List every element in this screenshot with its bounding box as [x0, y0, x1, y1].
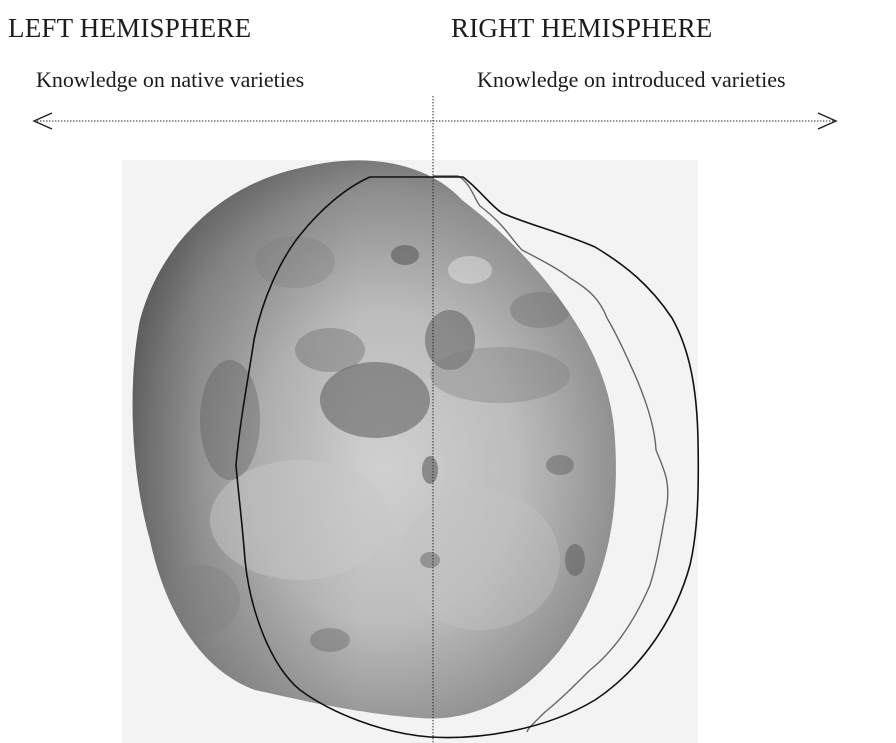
horizontal-arrow [34, 113, 836, 129]
